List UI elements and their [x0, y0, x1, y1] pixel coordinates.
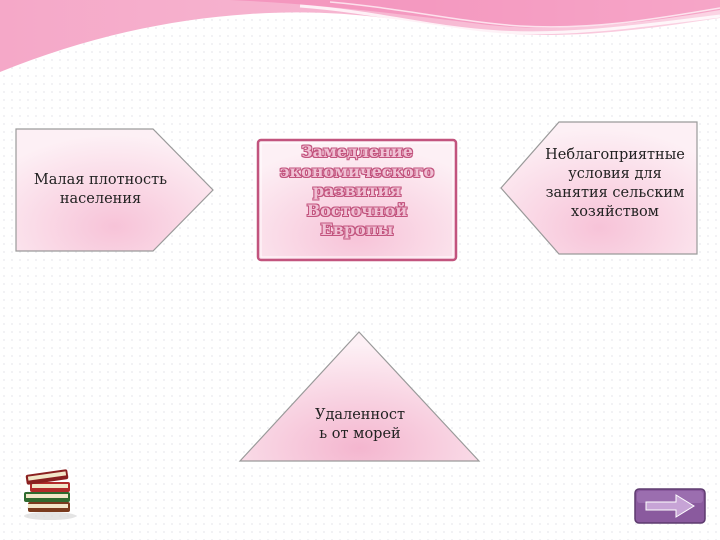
bottom-triangle-shape — [238, 331, 481, 462]
center-box-shape — [256, 138, 458, 262]
left-pentagon-shape — [15, 128, 214, 252]
books-icon — [24, 469, 76, 520]
node-central-economic-slowdown: Замедление экономического развития Восто… — [279, 142, 435, 239]
header-swoosh — [0, 0, 720, 72]
next-slide-button[interactable] — [634, 488, 706, 524]
right-pentagon-shape — [500, 121, 698, 255]
node-low-population-density: Малая плотность населения — [33, 172, 168, 207]
node-remoteness-from-seas: Удаленност ь от морей — [314, 407, 406, 442]
node-unfavorable-agriculture: Неблагоприятные условия для занятия сель… — [545, 147, 685, 220]
right-arrow-icon — [645, 494, 695, 518]
